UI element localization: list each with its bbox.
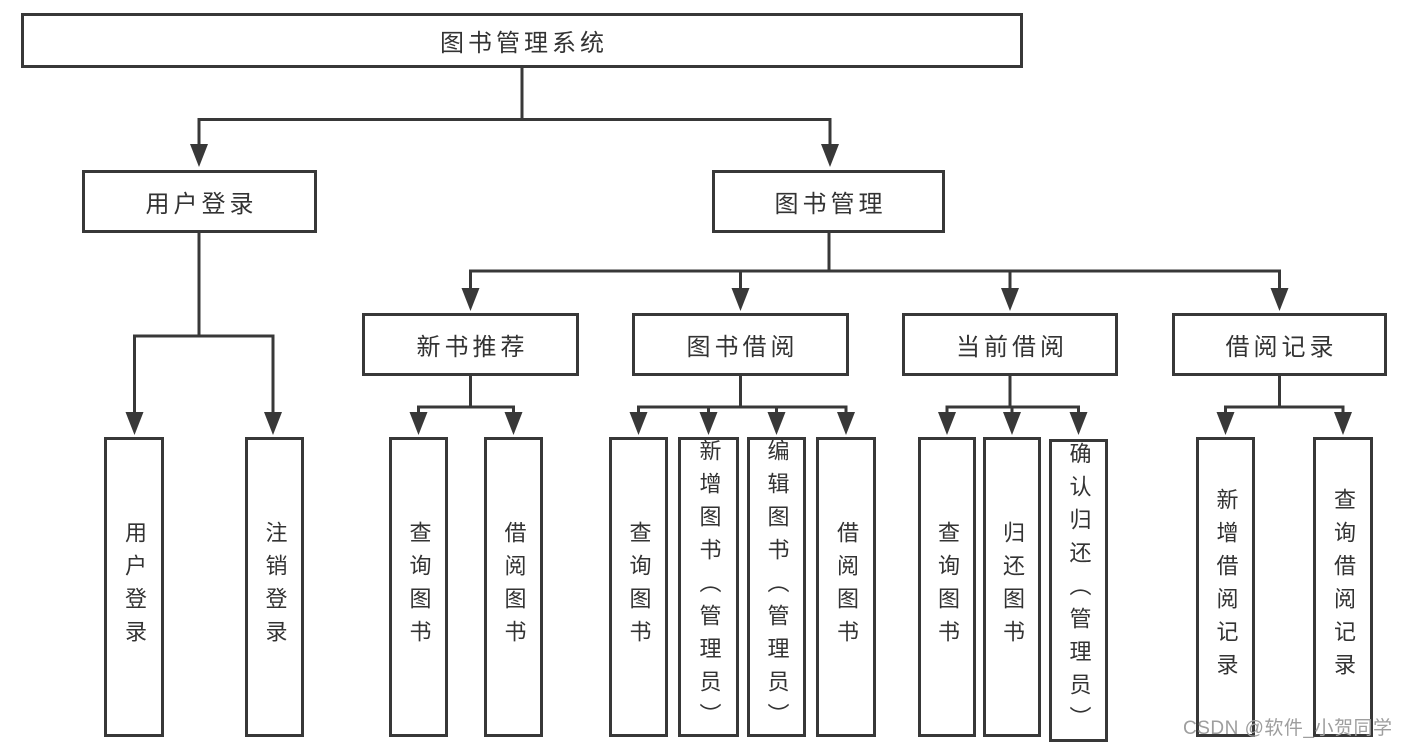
leaf-query-book-recommend: 查询图书 [389, 437, 448, 737]
csdn-watermark: CSDN @软件_小贺同学 [1183, 718, 1393, 739]
leaf-edit-book-admin-label: 编辑图书（管理员） [764, 438, 790, 736]
leaf-add-borrow-record-label: 新增借阅记录 [1213, 488, 1239, 686]
leaf-borrow-book-recommend: 借阅图书 [484, 437, 543, 737]
leaf-query-borrow-record: 查询借阅记录 [1313, 437, 1373, 737]
leaf-borrow-book-label: 借阅图书 [834, 521, 859, 653]
leaf-return-book: 归还图书 [983, 437, 1041, 737]
node-book-management: 图书管理 [712, 170, 945, 233]
leaf-query-borrow-record-label: 查询借阅记录 [1331, 488, 1356, 686]
arrowheads [125, 144, 1352, 435]
leaf-query-book-current: 查询图书 [918, 437, 976, 737]
leaf-user-login-label: 用户登录 [122, 521, 147, 653]
leaf-add-borrow-record: 新增借阅记录 [1196, 437, 1255, 737]
leaf-edit-book-admin: 编辑图书（管理员） [747, 437, 806, 737]
leaf-user-login: 用户登录 [104, 437, 164, 737]
leaf-borrow-book: 借阅图书 [816, 437, 876, 737]
node-root: 图书管理系统 [21, 13, 1023, 68]
leaf-add-book-admin-label: 新增图书（管理员） [696, 438, 722, 736]
leaf-query-book-current-label: 查询图书 [935, 521, 960, 653]
leaf-confirm-return-admin: 确认归还（管理员） [1049, 439, 1108, 742]
node-book-borrowing: 图书借阅 [632, 313, 849, 376]
connector-paths [133, 68, 1345, 423]
leaf-query-book-borrowing: 查询图书 [609, 437, 668, 737]
leaf-query-book-borrowing-label: 查询图书 [626, 521, 652, 653]
node-new-book-recommend: 新书推荐 [362, 313, 579, 376]
leaf-borrow-book-recommend-label: 借阅图书 [501, 521, 527, 653]
leaf-query-book-recommend-label: 查询图书 [406, 521, 432, 653]
leaf-confirm-return-admin-label: 确认归还（管理员） [1066, 442, 1092, 739]
leaf-add-book-admin: 新增图书（管理员） [678, 437, 739, 737]
leaf-logout: 注销登录 [245, 437, 304, 737]
node-current-borrowing: 当前借阅 [902, 313, 1118, 376]
leaf-return-book-label: 归还图书 [1000, 521, 1025, 653]
node-user-login: 用户登录 [82, 170, 317, 233]
node-borrow-records: 借阅记录 [1172, 313, 1387, 376]
leaf-logout-label: 注销登录 [262, 521, 288, 653]
